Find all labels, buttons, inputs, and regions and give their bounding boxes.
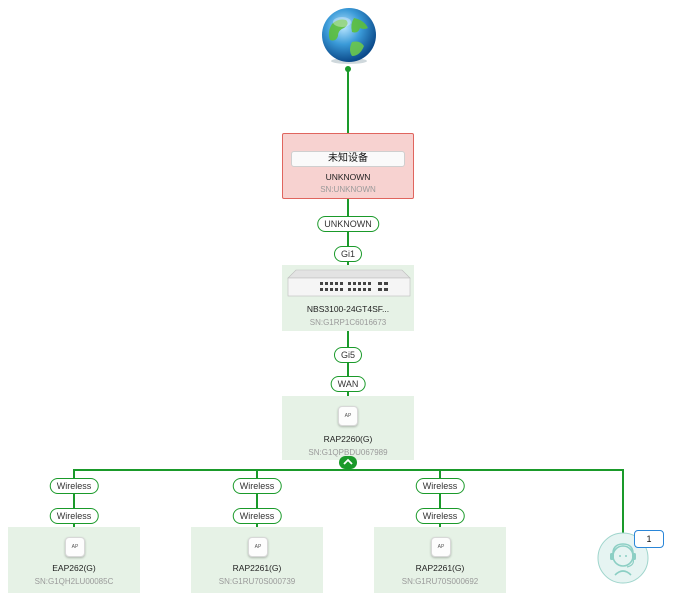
switch-icon (287, 269, 411, 297)
client-count-badge[interactable]: 1 (634, 530, 664, 548)
root-ap-name: RAP2260(G) (323, 434, 373, 444)
root-ap-card[interactable]: AP RAP2260(G) SN:G1QPBDU067989 (282, 396, 414, 460)
port-label-unknown: UNKNOWN (317, 216, 379, 232)
link-unknown-switch (347, 199, 349, 265)
link-drop-1 (73, 469, 75, 527)
unknown-device-label: 未知设备 (291, 151, 405, 167)
link-switch-ap (347, 331, 349, 396)
unknown-device-sn: SN:UNKNOWN (320, 185, 376, 194)
internet-globe-icon[interactable] (318, 6, 380, 66)
link-arrow-icon (345, 66, 351, 72)
link-label-wireless: Wireless (49, 508, 99, 524)
ap-icon: AP (431, 537, 451, 557)
link-label-wireless: Wireless (415, 478, 465, 494)
child-ap-sn: SN:G1RU70S000692 (401, 577, 479, 586)
collapse-toggle[interactable] (339, 456, 357, 469)
link-label-wireless: Wireless (232, 478, 282, 494)
link-label-wireless: Wireless (232, 508, 282, 524)
child-ap-name: RAP2261(G) (232, 563, 282, 573)
child-ap-name: EAP262(G) (52, 563, 96, 573)
port-label-wan: WAN (330, 376, 366, 392)
child-ap-card[interactable]: AP RAP2261(G) SN:G1RU70S000692 (374, 527, 506, 593)
ap-icon: AP (65, 537, 85, 557)
child-ap-name: RAP2261(G) (415, 563, 465, 573)
link-label-wireless: Wireless (415, 508, 465, 524)
link-internet-unknown (347, 68, 349, 133)
child-ap-sn: SN:G1RU70S000739 (218, 577, 296, 586)
ap-icon: AP (248, 537, 268, 557)
switch-sn: SN:G1RP1C6016673 (309, 318, 387, 327)
unknown-device-card[interactable]: 未知设备 UNKNOWN SN:UNKNOWN (282, 133, 414, 199)
link-bus-horizontal (73, 469, 624, 471)
link-drop-3 (439, 469, 441, 527)
switch-card[interactable]: NBS3100-24GT4SF... SN:G1RP1C6016673 (282, 265, 414, 331)
unknown-device-model: UNKNOWN (325, 172, 371, 182)
port-label-gi5: Gi5 (333, 347, 363, 363)
link-label-wireless: Wireless (49, 478, 99, 494)
chevron-up-icon (343, 458, 353, 465)
link-drop-2 (256, 469, 258, 527)
child-ap-card[interactable]: AP EAP262(G) SN:G1QH2LU00085C (8, 527, 140, 593)
root-ap-sn: SN:G1QPBDU067989 (308, 448, 388, 457)
ap-icon: AP (338, 406, 358, 426)
child-ap-sn: SN:G1QH2LU00085C (34, 577, 114, 586)
switch-name: NBS3100-24GT4SF... (306, 304, 390, 314)
link-drop-clients (622, 469, 624, 535)
port-label-gi1: Gi1 (333, 246, 363, 262)
child-ap-card[interactable]: AP RAP2261(G) SN:G1RU70S000739 (191, 527, 323, 593)
